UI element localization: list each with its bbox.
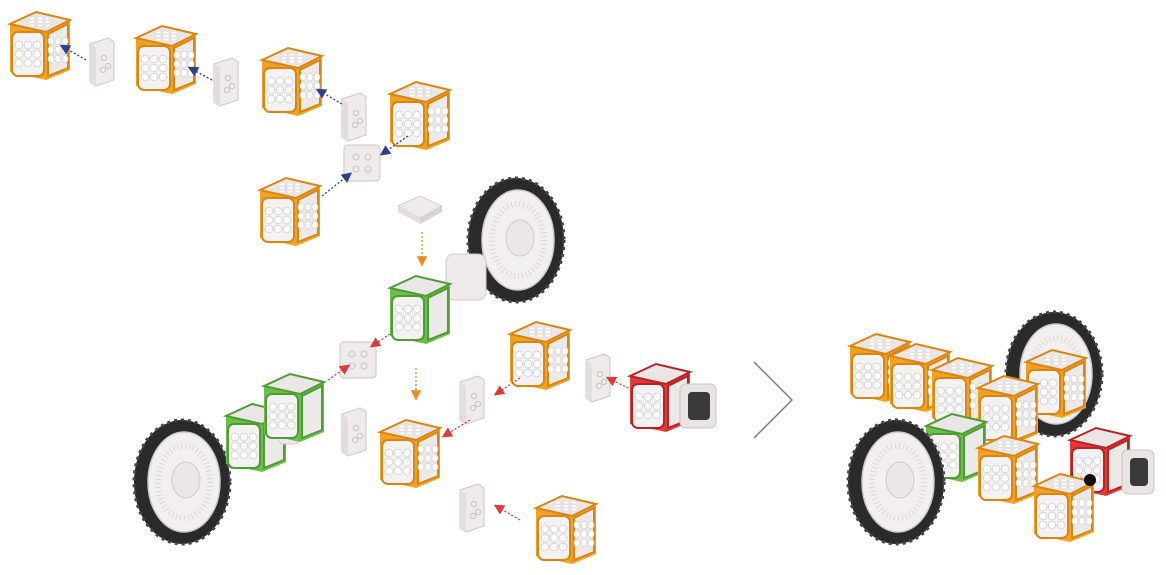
green-motor-cube — [390, 276, 450, 344]
connector-plate — [341, 407, 367, 457]
arrow-red — [493, 504, 521, 521]
connector-plate — [213, 57, 239, 107]
orange-cube — [536, 496, 596, 564]
connector-plate — [459, 375, 485, 425]
arrow-red — [493, 377, 521, 396]
connector-plate — [341, 92, 367, 142]
chevron-right-icon — [753, 361, 793, 439]
orange-cube — [260, 178, 320, 246]
marker-dot — [1084, 474, 1096, 486]
orange-cube — [390, 82, 450, 150]
connector-plate — [339, 341, 377, 379]
orange-cube — [262, 48, 322, 116]
orange-cube — [1034, 474, 1094, 542]
arrow-red — [327, 364, 351, 381]
red-sensor-cube — [630, 364, 717, 432]
connector-plate — [459, 483, 485, 533]
red-sensor-cube — [1070, 428, 1155, 496]
axle-block — [445, 253, 487, 301]
orange-cube — [978, 436, 1038, 504]
orange-cube — [136, 26, 196, 94]
orange-cube — [380, 420, 440, 488]
arrow-red — [605, 376, 633, 391]
connector-plate — [343, 144, 381, 182]
arrow-red — [441, 419, 471, 438]
green-motor-cube — [264, 374, 324, 442]
connector-plate — [396, 195, 444, 224]
assembled-robot — [848, 312, 1155, 544]
orange-cube — [978, 376, 1038, 444]
wheel — [848, 420, 944, 544]
orange-cube — [10, 12, 70, 80]
wheel — [134, 420, 230, 544]
orange-cube — [510, 322, 570, 390]
connector-plate — [89, 37, 115, 87]
arrow-blue — [59, 44, 409, 197]
connector-plate — [585, 353, 611, 403]
